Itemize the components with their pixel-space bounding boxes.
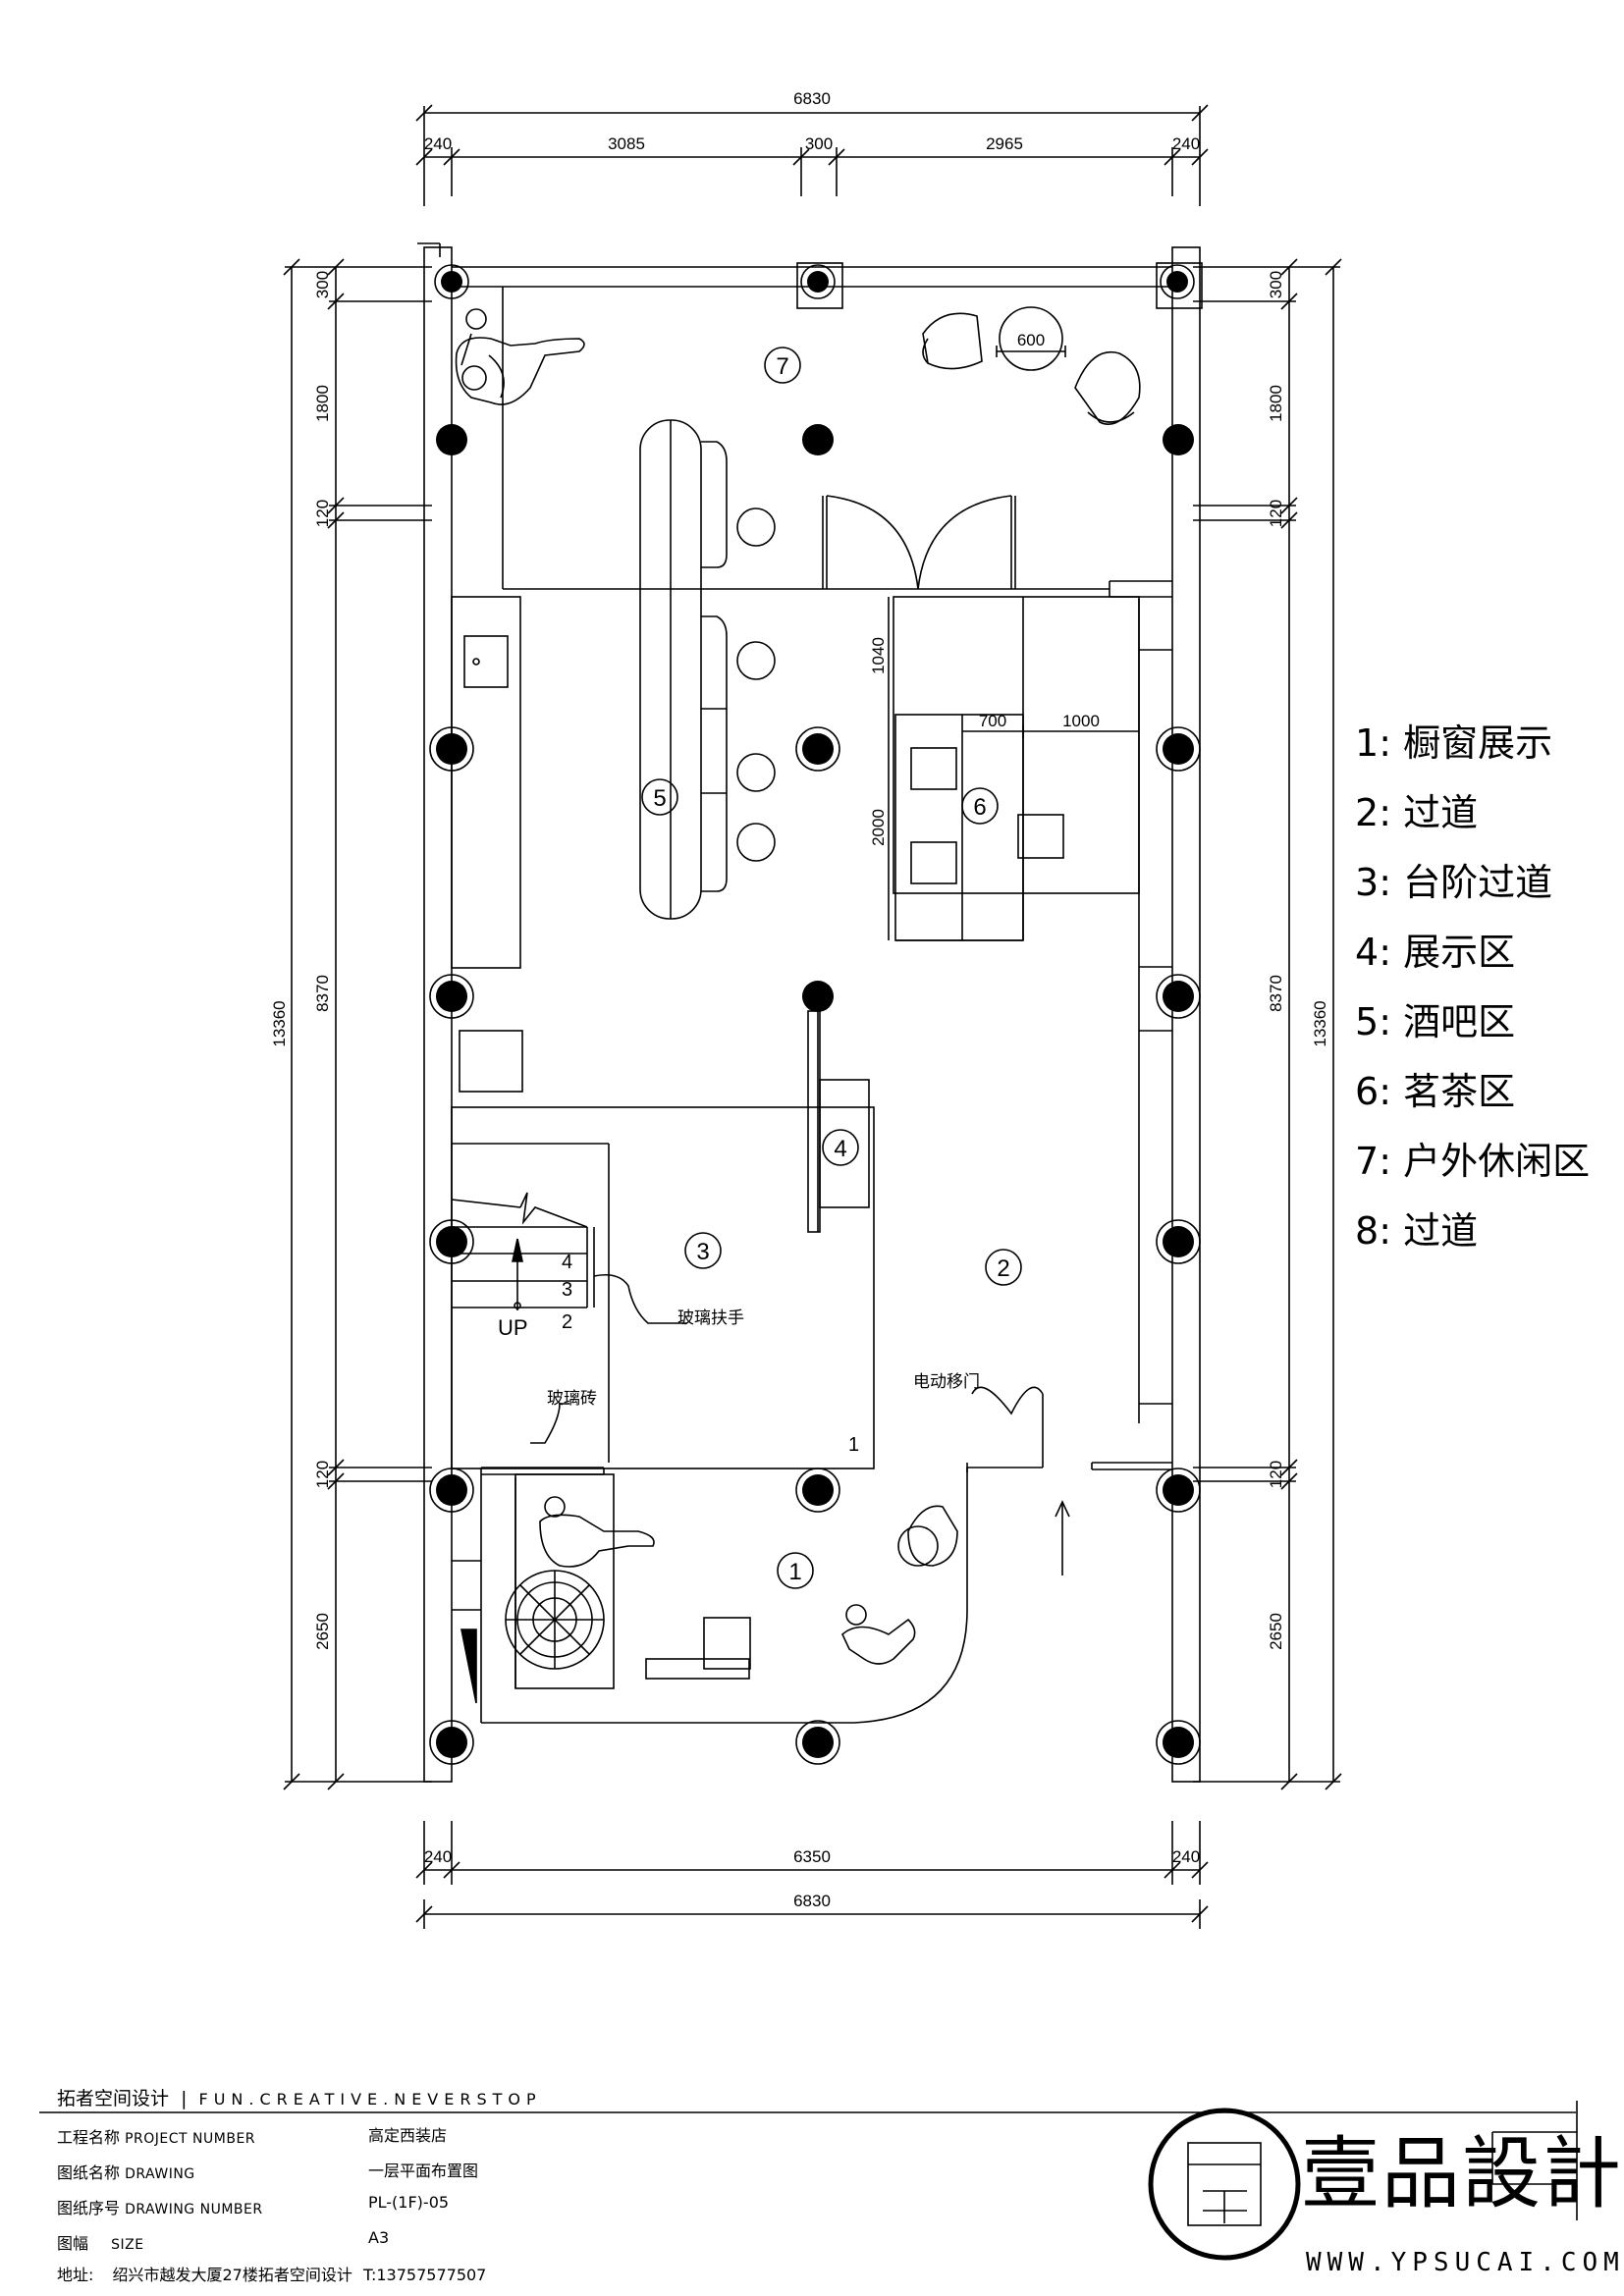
dim-top-total: 6830 [793,89,831,108]
title-row: 工程名称 PROJECT NUMBER [57,2128,256,2147]
zone-marker-circles [641,347,1022,1589]
brand-name: 壹品設計 [1301,2128,1623,2219]
brand-logo-icon: 壹 [1173,2120,1272,2238]
person-figure-top [455,308,585,405]
outer-walls [417,242,1203,1783]
dim-left-seg-5: 120 [313,1461,332,1488]
dim-right-seg-1: 300 [1267,271,1285,298]
title-row: 图纸序号 DRAWING NUMBER [57,2199,263,2217]
dim-left-seg-1: 300 [313,271,332,298]
zone-marker-4: 4 [834,1136,846,1162]
zone-marker-2: 2 [997,1255,1009,1282]
dim-left-seg-4: 8370 [313,975,332,1012]
dim-right-seg-6: 2650 [1267,1613,1285,1650]
dim-table-diameter: 600 [1017,331,1045,349]
zone-marker-6: 6 [973,794,986,821]
dim-top-seg-4: 2965 [986,134,1023,153]
tea-area [888,596,1172,1423]
dim-tea-depth: 1040 [869,637,888,674]
dim-right-seg-3: 120 [1267,500,1285,527]
zone-legend: 1: 橱窗展示 2: 过道 3: 台阶过道 4: 展示区 5: 酒吧区 6: 茗… [1355,724,1620,1282]
dim-top-seg-2: 3085 [608,134,645,153]
right-dimension-lines [1193,258,1342,1790]
legend-item: 1: 橱窗展示 [1355,721,1553,765]
stair-step-3: 3 [562,1279,572,1301]
stair-step-2: 2 [562,1311,572,1333]
outdoor-furniture [736,306,1141,590]
address-row: 地址: 绍兴市越发大厦27楼拓者空间设计 T:13757577507 [57,2266,487,2284]
glass-brick-wall [481,1403,605,1475]
structural-columns [429,264,1201,1765]
dim-left-seg-2: 1800 [313,385,332,422]
dim-tea-width-a: 700 [979,712,1006,730]
label-stair-up: UP [498,1315,528,1340]
dim-top-seg-1: 240 [424,134,452,153]
legend-item: 6: 茗茶区 [1355,1070,1516,1113]
label-electric-door: 电动移门 [913,1372,980,1391]
dim-right-seg-4: 8370 [1267,975,1285,1012]
dim-tea-width-b: 1000 [1062,712,1100,730]
legend-item: 5: 酒吧区 [1355,1000,1516,1043]
firm-name: 拓者空间设计 [57,2088,170,2109]
dim-top-seg-3: 300 [805,134,833,153]
dim-bottom-seg-1: 240 [424,1847,452,1866]
display-stand [807,996,870,1233]
project-name-value: 高定西装店 [368,2126,448,2145]
dim-right-seg-2: 1800 [1267,385,1285,422]
drawing-number-value: PL-(1F)-05 [368,2193,450,2212]
dim-bottom-seg-2: 6350 [793,1847,831,1866]
firm-header: 拓者空间设计 | FUN.CREATIVE.NEVERSTOP [57,2088,542,2109]
left-cabinet [451,596,523,1093]
legend-item: 3: 台阶过道 [1355,861,1553,904]
title-row: 图纸名称 DRAWING [57,2163,195,2182]
stair-step-4: 4 [562,1252,572,1273]
label-area-one-corner: 1 [848,1434,859,1456]
dim-top-seg-5: 240 [1172,134,1200,153]
dim-left-seg-3: 120 [313,500,332,527]
zone-marker-5: 5 [653,785,666,812]
window-display [452,1386,1172,1724]
bottom-dimension-lines [415,1821,1209,1929]
dim-left-total: 13360 [270,1000,289,1046]
label-glass-brick: 玻璃砖 [547,1389,597,1408]
dim-bottom-total: 6830 [793,1892,831,1910]
dim-tea-length: 2000 [869,809,888,846]
top-dimension-lines [415,104,1209,206]
left-dimension-lines [283,258,432,1790]
firm-slogan: FUN.CREATIVE.NEVERSTOP [198,2090,542,2109]
zone-marker-3: 3 [696,1239,709,1265]
zone-marker-1: 1 [788,1559,801,1585]
dim-left-seg-6: 2650 [313,1613,332,1650]
legend-item: 7: 户外休闲区 [1355,1140,1591,1183]
brand-url: WWW.YPSUCAI.COM [1306,2248,1624,2277]
dim-right-seg-5: 120 [1267,1461,1285,1488]
dim-right-total: 13360 [1311,1000,1329,1046]
legend-item: 2: 过道 [1355,791,1479,834]
tree-and-figures [505,1496,916,1670]
zone-marker-7: 7 [776,353,788,380]
legend-item: 8: 过道 [1355,1209,1479,1253]
legend-item: 4: 展示区 [1355,931,1516,974]
label-glass-handrail: 玻璃扶手 [677,1308,744,1327]
bar-counter [639,419,776,920]
title-block-lines [39,2101,1578,2261]
dim-bottom-seg-3: 240 [1172,1847,1200,1866]
size-value: A3 [368,2228,390,2247]
step-platform [451,1106,875,1469]
drawing-name-value: 一层平面布置图 [368,2162,479,2180]
title-row: 图幅 SIZE [57,2234,144,2253]
